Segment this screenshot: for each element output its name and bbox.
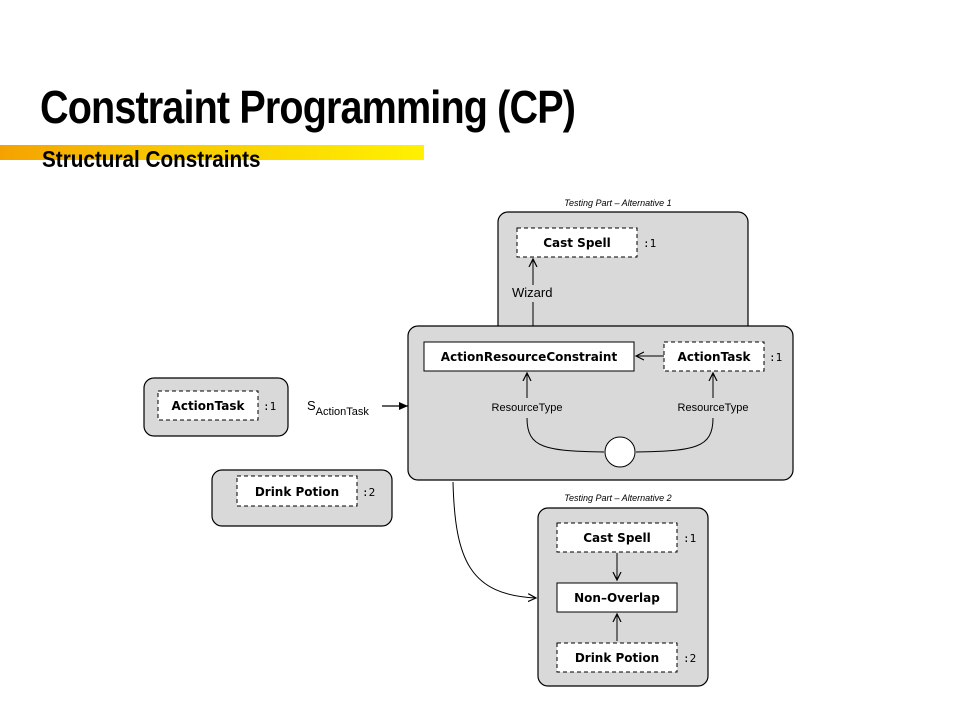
alt1-cast-spell-label: Cast Spell [543, 236, 611, 250]
alternative-2-panel: Testing Part – Alternative 2 Cast Spell … [537, 493, 709, 687]
alt2-cast-spell-multiplicity: :1 [683, 532, 696, 545]
relation-subscript: ActionTask [316, 406, 370, 418]
relation-symbol: S [307, 398, 316, 413]
alt2-cast-spell-node: Cast Spell [556, 522, 678, 553]
alt1-resource-label: Wizard [512, 285, 552, 300]
slide-title: Constraint Programming (CP) [40, 81, 576, 133]
alt1-multiplicity: :1 [643, 237, 656, 250]
alternative-1-caption: Testing Part – Alternative 1 [564, 198, 671, 208]
constraint-panel: ActionResourceConstraint ActionTask :1 R… [407, 325, 794, 481]
hidden-task-label: Drink Potion [255, 485, 339, 499]
non-overlap-label: Non–Overlap [574, 591, 660, 605]
constraint-actiontask-node: ActionTask [663, 341, 765, 372]
hidden-alternative-box: Drink Potion :2 [211, 469, 393, 527]
action-resource-constraint-node: ActionResourceConstraint [423, 341, 635, 372]
left-actiontask-label: ActionTask [172, 399, 246, 413]
left-actiontask-panel: ActionTask :1 [143, 377, 289, 437]
alternative-2-caption: Testing Part – Alternative 2 [564, 493, 671, 503]
resource-join-node [604, 436, 636, 468]
alt2-drink-potion-label: Drink Potion [575, 651, 659, 665]
constraint-actiontask-multiplicity: :1 [769, 351, 782, 364]
slide-subtitle: Structural Constraints [42, 146, 261, 172]
alternative-1-panel: Testing Part – Alternative 1 Cast Spell … [497, 198, 749, 343]
constraint-actiontask-label: ActionTask [678, 350, 752, 364]
hidden-task-multiplicity: :2 [362, 486, 375, 499]
alt2-link-arrow [452, 481, 536, 598]
alt2-cast-spell-label: Cast Spell [583, 531, 651, 545]
alt1-cast-spell-node: Cast Spell [516, 227, 638, 258]
s-actiontask-relation: SActionTask [307, 398, 408, 418]
right-resourcetype-label: ResourceType [678, 402, 749, 414]
action-resource-constraint-label: ActionResourceConstraint [441, 350, 618, 364]
svg-text:SActionTask: SActionTask [307, 398, 369, 418]
left-actiontask-multiplicity: :1 [263, 400, 276, 413]
non-overlap-node: Non–Overlap [556, 582, 678, 613]
title-accent-bar [0, 145, 424, 160]
alt2-drink-potion-node: Drink Potion [556, 642, 678, 673]
alt2-drink-potion-multiplicity: :2 [683, 652, 696, 665]
left-actiontask-node: ActionTask [157, 390, 259, 421]
left-resourcetype-label: ResourceType [492, 402, 563, 414]
